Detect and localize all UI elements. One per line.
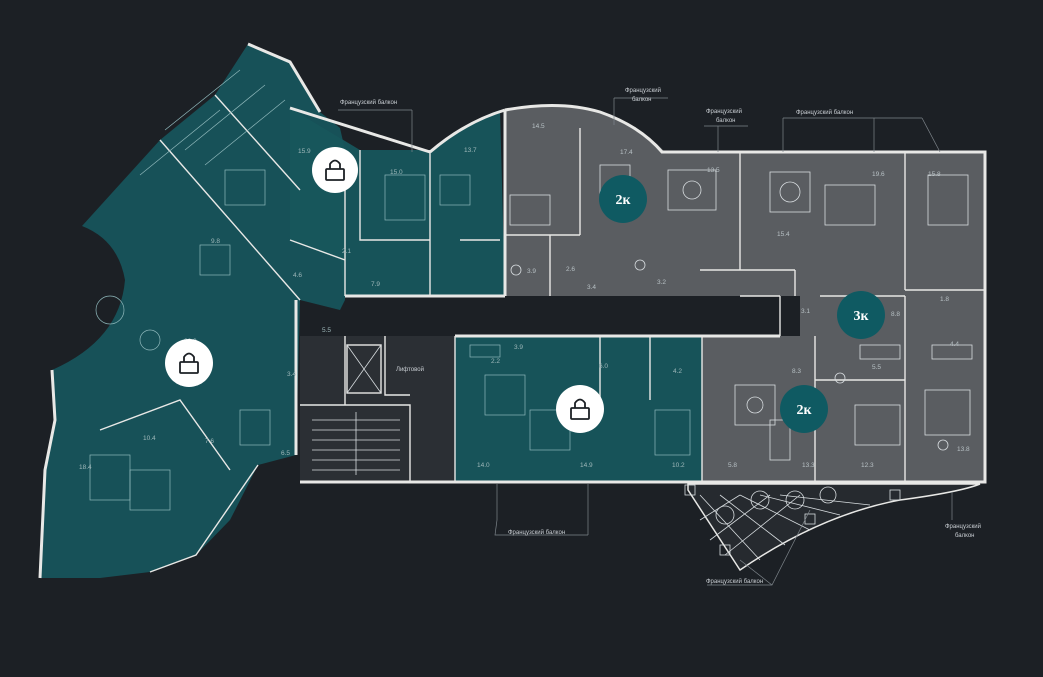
area-label: 12.3: [861, 462, 874, 469]
area-label: 13.7: [464, 147, 477, 154]
area-label: 3.9: [514, 344, 523, 351]
badge-label: 3к: [853, 309, 869, 324]
area-label: 14.0: [477, 462, 490, 469]
corridor: [345, 296, 780, 336]
area-label: 4.2: [673, 368, 682, 375]
unit-right-middle[interactable]: [740, 152, 985, 380]
area-label: 4.4: [950, 341, 959, 348]
area-label: 18.4: [79, 464, 92, 471]
unit-left-wing[interactable]: [40, 44, 345, 578]
area-label: 7.6: [205, 438, 214, 445]
area-label: 3.4: [587, 284, 596, 291]
area-label: 2.2: [491, 358, 500, 365]
lock-icon: [179, 352, 199, 374]
area-label: 15.9: [298, 148, 311, 155]
area-label: 14.5: [532, 123, 545, 130]
balcony-label: Французский балкон: [508, 529, 565, 536]
area-label: 17.4: [620, 149, 633, 156]
area-label: 5.5: [322, 327, 331, 334]
area-label: 2.6: [566, 266, 575, 273]
callout-lines: [338, 97, 953, 586]
room-badge-right-middle[interactable]: 3к: [837, 291, 885, 339]
furniture: [89, 69, 973, 511]
balcony-label: Французский балкон: [796, 109, 853, 116]
area-label: 5.8: [728, 462, 737, 469]
badge-label: 2к: [796, 403, 812, 418]
balcony-label: балкон: [955, 533, 974, 539]
balcony-label: Французский: [625, 87, 661, 94]
badge-label: 2к: [615, 193, 631, 208]
stair-core: [300, 336, 455, 482]
area-label: 13.3: [802, 462, 815, 469]
lock-badge-top-left[interactable]: [312, 147, 358, 193]
area-label: 10.2: [672, 462, 685, 469]
area-label: 1.8: [940, 296, 949, 303]
balcony-label: Французский балкон: [340, 99, 397, 106]
lock-icon: [325, 159, 345, 181]
area-label: 10.4: [143, 435, 156, 442]
area-label: 3.1: [801, 308, 810, 315]
room-badge-bottom-right[interactable]: 2к: [780, 385, 828, 433]
balcony-labels: Французский балкон Французский балкон Фр…: [340, 87, 981, 585]
elevator-hall-label: Лифтовой: [396, 366, 424, 373]
area-label: 4.6: [293, 272, 302, 279]
area-label: 5.5: [872, 364, 881, 371]
stairs: [312, 412, 400, 475]
balcony-label: балкон: [716, 118, 735, 124]
balcony-label: Французский балкон: [706, 578, 763, 585]
area-label: 15.8: [928, 171, 941, 178]
balcony-label: балкон: [632, 97, 651, 103]
balcony-label: Французский: [706, 108, 742, 115]
lock-badge-center-bottom[interactable]: [556, 385, 604, 433]
area-label: 3.9: [527, 268, 536, 275]
lock-icon: [570, 398, 590, 420]
area-label: 8.8: [891, 311, 900, 318]
balcony-label: Французский: [945, 523, 981, 530]
area-label: 15.4: [777, 231, 790, 238]
area-label: 6.5: [281, 450, 290, 457]
area-label: 2.1: [342, 248, 351, 255]
area-label: 8.3: [792, 368, 801, 375]
bottom-balcony: [684, 483, 981, 572]
area-label: 19.6: [872, 171, 885, 178]
area-label: 3.4: [287, 371, 296, 378]
lock-badge-left-wing[interactable]: [165, 339, 213, 387]
room-badge-top-middle[interactable]: 2к: [599, 175, 647, 223]
available-zones: [300, 106, 985, 482]
area-label: 15.0: [390, 169, 403, 176]
walls: [38, 42, 987, 579]
area-label: 9.8: [211, 238, 220, 245]
area-label: 13.8: [957, 446, 970, 453]
area-label: 6.0: [599, 363, 608, 370]
unit-bottom-right[interactable]: [702, 336, 985, 482]
area-label: 7.9: [371, 281, 380, 288]
room-areas: 14.5 17.4 13.5 19.6 15.8 15.4 3.9 2.6 3.…: [79, 123, 970, 471]
area-label: 3.2: [657, 279, 666, 286]
area-label: 14.9: [580, 462, 593, 469]
area-label: 13.5: [707, 167, 720, 174]
